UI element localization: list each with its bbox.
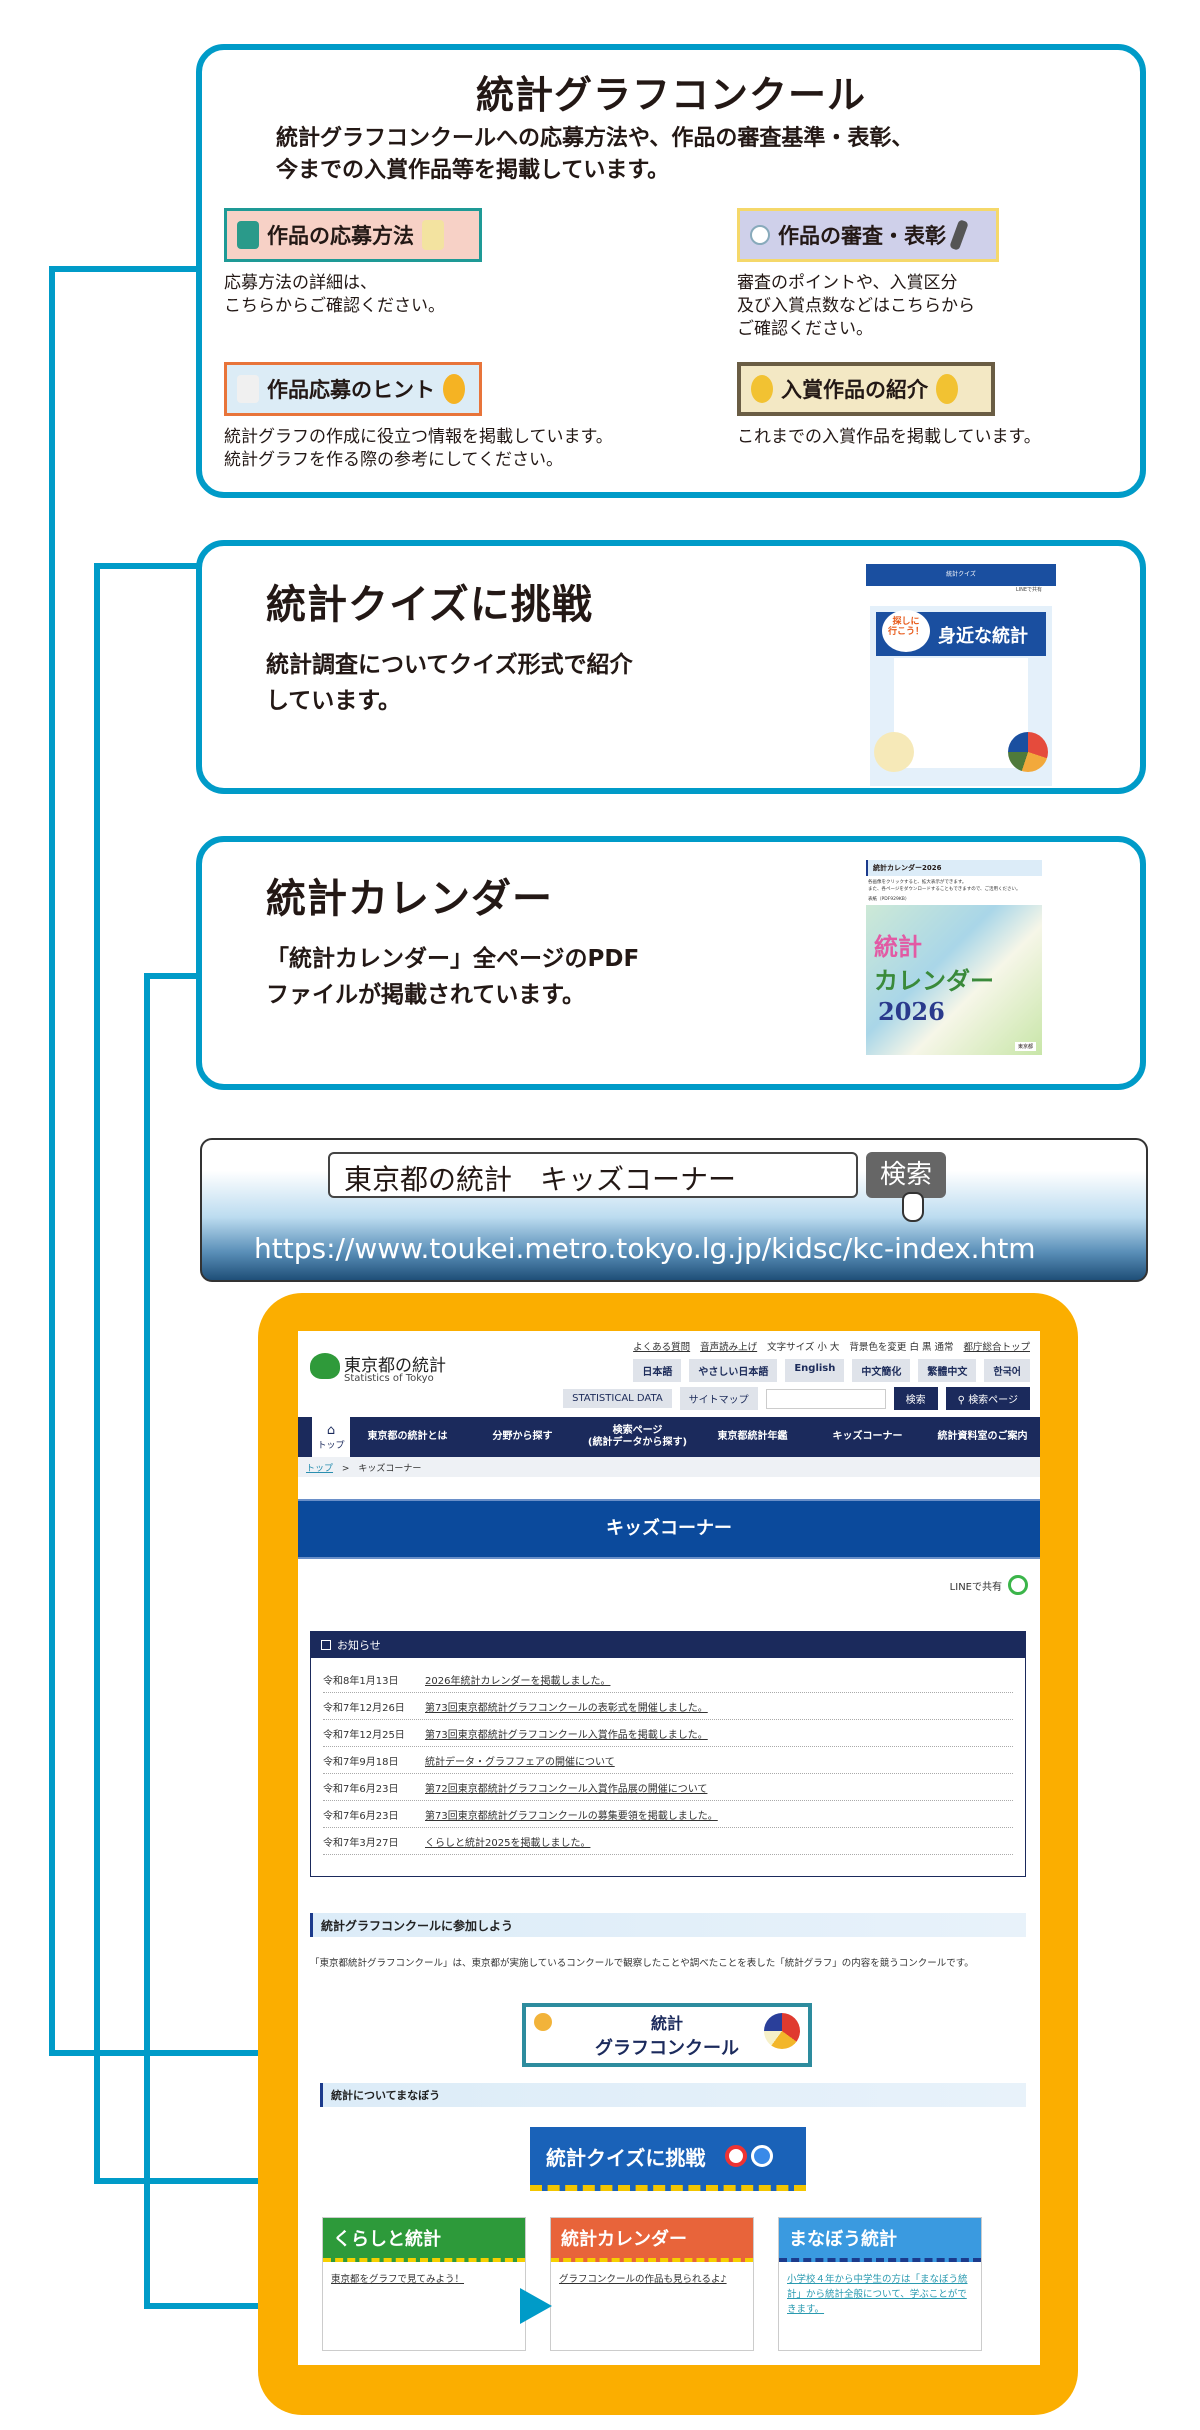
home-icon: ⌂ xyxy=(326,1423,336,1438)
lang-korean[interactable]: 한국어 xyxy=(984,1359,1030,1382)
lang-english[interactable]: English xyxy=(785,1359,845,1382)
city-illustration xyxy=(894,658,1028,768)
calendar-cover: 統計 カレンダー 2026 東京都 xyxy=(866,905,1042,1056)
breadcrumb: トップ > キッズコーナー xyxy=(298,1457,1040,1477)
medal-icon xyxy=(751,375,773,403)
graph-contest-banner[interactable]: 統計 グラフコンクール xyxy=(522,2003,812,2067)
lang-japanese[interactable]: 日本語 xyxy=(633,1359,682,1382)
breadcrumb-current: キッズコーナー xyxy=(358,1464,422,1474)
medal-icon xyxy=(534,2013,552,2031)
statistical-data-button[interactable]: STATISTICAL DATA xyxy=(563,1389,672,1408)
language-selector: 日本語 やさしい日本語 English 中文簡化 繁體中文 한국어 xyxy=(633,1359,1030,1382)
search-input[interactable]: 東京都の統計 キッズコーナー xyxy=(328,1152,858,1198)
quiz-card: 統計クイズに挑戦 統計調査についてクイズ形式で紹介 しています。 統計クイズ L… xyxy=(196,540,1146,794)
notice-title: お知らせ xyxy=(337,1639,381,1652)
search-bar-illustration: 東京都の統計 キッズコーナー 検索 https://www.toukei.met… xyxy=(200,1138,1148,1282)
award-works-button[interactable]: 入賞作品の紹介 xyxy=(737,362,995,416)
apply-method-button[interactable]: 作品の応募方法 xyxy=(224,208,482,262)
quiz-paddles-icon xyxy=(751,2145,774,2167)
quiz-paddles-icon xyxy=(725,2145,748,2167)
notice-row: 令和7年3月27日くらしと統計2025を掲載しました。 xyxy=(323,1828,1013,1855)
contest-title: 統計グラフコンクール xyxy=(475,73,866,117)
contest-desc-2: 今までの入賞作品等を掲載しています。 xyxy=(276,158,670,183)
search-icon: ⚲ xyxy=(957,1395,969,1406)
section-contest-header: 統計グラフコンクールに参加しよう xyxy=(310,1913,1026,1937)
bg-color-control[interactable]: 背景色を変更 白 黒 通常 xyxy=(849,1342,954,1353)
nav-by-field[interactable]: 分野から探す xyxy=(492,1431,553,1442)
site-search-input[interactable] xyxy=(765,1388,886,1409)
entry-hints-button[interactable]: 作品応募のヒント xyxy=(224,362,482,416)
notice-row: 令和7年6月23日第72回東京都統計グラフコンクール入賞作品展の開催について xyxy=(323,1774,1013,1801)
contest-desc-1: 統計グラフコンクールへの応募方法や、作品の審査基準・表彰、 xyxy=(276,126,914,151)
site-logo-sub: Statistics of Tokyo xyxy=(344,1373,434,1384)
medal-icon xyxy=(936,374,958,404)
quiz-title: 統計クイズに挑戦 xyxy=(266,582,593,628)
section-contest-text: 「東京都統計グラフコンクール」は、東京都が実施しているコンクールで観察したことや… xyxy=(310,1958,974,1969)
notice-row: 令和7年9月18日統計データ・グラフフェアの開催について xyxy=(323,1747,1013,1774)
mini-card-living-stats[interactable]: くらしと統計 東京都をグラフで見てみよう！ xyxy=(322,2217,526,2351)
section-learn-header: 統計についてまなぼう xyxy=(320,2083,1026,2107)
text-size-control[interactable]: 文字サイズ 小 大 xyxy=(767,1342,840,1353)
site-search-button[interactable]: 検索 xyxy=(893,1387,938,1410)
arrow-icon xyxy=(520,2288,552,2324)
url-text: https://www.toukei.metro.tokyo.lg.jp/kid… xyxy=(254,1232,1036,1265)
metro-top-link[interactable]: 都庁総合トップ xyxy=(963,1342,1030,1353)
faq-link[interactable]: よくある質問 xyxy=(633,1342,691,1353)
calendar-card: 統計カレンダー 「統計カレンダー」全ページのPDF ファイルが掲載されています。… xyxy=(196,836,1146,1090)
breadcrumb-top[interactable]: トップ xyxy=(306,1464,334,1474)
header-links: よくある質問 音声読み上げ 文字サイズ 小 大 背景色を変更 白 黒 通常 都庁… xyxy=(633,1339,1030,1353)
search-button[interactable]: 検索 xyxy=(866,1152,946,1198)
page-title: キッズコーナー xyxy=(298,1499,1040,1559)
hand-cursor-icon xyxy=(902,1192,924,1222)
mini-card-calendar[interactable]: 統計カレンダー グラフコンクールの作品も見られるよ♪ xyxy=(550,2217,754,2351)
line-icon xyxy=(1008,1575,1028,1595)
nav-home[interactable]: ⌂ トップ xyxy=(312,1417,350,1457)
search-page-button[interactable]: ⚲ 検索ページ xyxy=(945,1387,1030,1410)
calendar-icon xyxy=(321,1640,331,1650)
site-logo-title[interactable]: 東京都の統計 xyxy=(344,1356,446,1376)
nav-yearbook[interactable]: 東京都統計年鑑 xyxy=(717,1431,788,1442)
read-aloud-link[interactable]: 音声読み上げ xyxy=(700,1342,758,1353)
contest-card: 統計グラフコンクール 統計グラフコンクールへの応募方法や、作品の審査基準・表彰、… xyxy=(196,44,1146,498)
person-icon xyxy=(237,221,259,249)
sitemap-button[interactable]: サイトマップ xyxy=(679,1387,758,1410)
nav-about[interactable]: 東京都の統計とは xyxy=(367,1431,448,1442)
nav-library[interactable]: 統計資料室のご案内 xyxy=(937,1431,1028,1442)
document-icon xyxy=(422,220,444,250)
header-tools: STATISTICAL DATA サイトマップ 検索 ⚲ 検索ページ xyxy=(563,1387,1030,1410)
website-screenshot: 東京都の統計 Statistics of Tokyo よくある質問 音声読み上げ… xyxy=(298,1331,1040,2365)
notice-row: 令和7年6月23日第73回東京都統計グラフコンクールの募集要領を掲載しました。 xyxy=(323,1801,1013,1828)
quiz-banner[interactable]: 統計クイズに挑戦 xyxy=(530,2127,806,2191)
nav-kids-corner[interactable]: キッズコーナー xyxy=(832,1431,903,1442)
magnifier-icon xyxy=(750,225,770,245)
pie-chart-icon xyxy=(1008,732,1048,772)
calendar-title: 統計カレンダー xyxy=(266,876,553,922)
quiz-thumbnail[interactable]: 統計クイズ LINEで共有 探しに 行こう！ 身近な統計 xyxy=(866,564,1056,786)
mini-card-learn-stats[interactable]: まなぼう統計 小学校４年から中学生の方は「まなぼう統計」から統計全般について、学… xyxy=(778,2217,982,2351)
papers-icon xyxy=(237,375,259,403)
nav-search-page[interactable]: 検索ページ (統計データから探す) xyxy=(587,1425,688,1448)
bar-chart-icon xyxy=(874,732,914,772)
certificate-icon xyxy=(949,219,969,251)
lightbulb-icon xyxy=(443,374,465,404)
main-nav: ⌂ トップ 東京都の統計とは 分野から探す 検索ページ (統計データから探す) … xyxy=(298,1417,1040,1457)
lang-simplified-chinese[interactable]: 中文簡化 xyxy=(852,1359,911,1382)
lang-easy-japanese[interactable]: やさしい日本語 xyxy=(689,1359,778,1382)
tokyo-logo-icon xyxy=(310,1353,340,1379)
pie-chart-icon xyxy=(764,2013,800,2049)
judging-award-button[interactable]: 作品の審査・表彰 xyxy=(737,208,999,262)
lang-traditional-chinese[interactable]: 繁體中文 xyxy=(918,1359,977,1382)
line-share-button[interactable]: LINEで共有 xyxy=(950,1575,1028,1595)
notice-row: 令和7年12月26日第73回東京都統計グラフコンクールの表彰式を開催しました。 xyxy=(323,1693,1013,1720)
calendar-thumbnail[interactable]: 統計カレンダー2026 各画像をクリックすると、拡大表示ができます。 また、各ペ… xyxy=(866,860,1042,1082)
notice-row: 令和7年12月25日第73回東京都統計グラフコンクール入賞作品を掲載しました。 xyxy=(323,1720,1013,1747)
